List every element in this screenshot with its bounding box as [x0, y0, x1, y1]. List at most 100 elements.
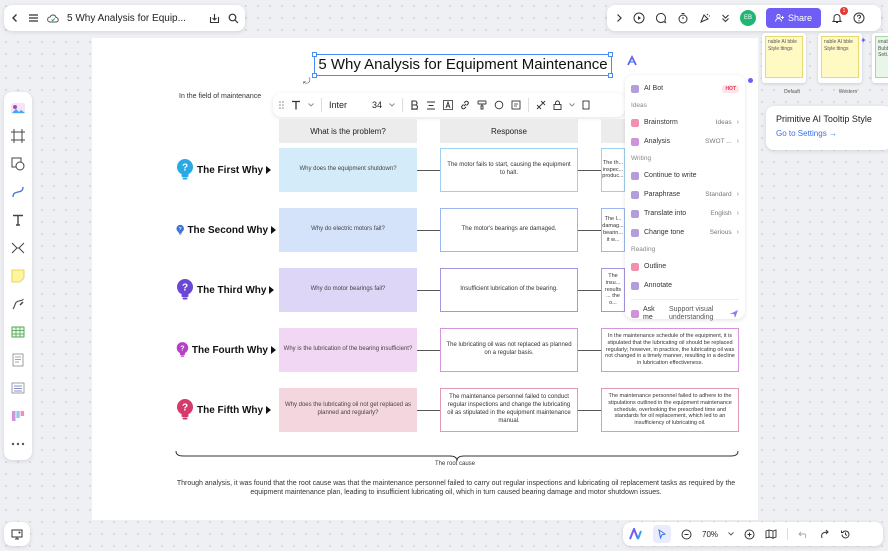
history-icon[interactable] — [840, 529, 851, 540]
more-options-icon[interactable] — [582, 100, 590, 110]
problem-cell[interactable]: Why do motor bearings fail? — [279, 268, 417, 312]
comment-cell[interactable]: The th... inspec... produc... — [601, 148, 625, 192]
paraphrase-icon — [631, 190, 639, 199]
zoom-out-icon[interactable] — [681, 529, 692, 540]
comment-cell[interactable]: The l... damag... bearin... it w... — [601, 208, 625, 252]
share-button[interactable]: Share — [766, 8, 822, 28]
mindmap-icon[interactable] — [8, 238, 28, 258]
annotate-item[interactable]: Annotate — [625, 276, 745, 295]
comment-icon[interactable] — [655, 12, 667, 24]
translate-item[interactable]: Translate into English › — [625, 204, 745, 223]
continue-writing-item[interactable]: Continue to write — [625, 166, 745, 185]
zoom-in-icon[interactable] — [744, 529, 755, 540]
resize-handle[interactable] — [608, 73, 613, 78]
style-thumbnail-default[interactable]: nable AI bble Style ttings — [762, 33, 806, 83]
text-style-icon[interactable] — [291, 100, 301, 110]
response-cell[interactable]: The lubricating oil was not replaced as … — [440, 328, 578, 372]
response-cell[interactable]: The motor fails to start, causing the eq… — [440, 148, 578, 192]
connection-icon[interactable] — [536, 100, 546, 110]
table-icon[interactable] — [8, 322, 28, 342]
chevron-down-icon[interactable] — [389, 103, 395, 107]
align-center-icon[interactable] — [426, 101, 436, 110]
font-color-icon[interactable] — [443, 100, 453, 110]
bold-icon[interactable] — [410, 100, 419, 110]
more-icon[interactable] — [8, 434, 28, 454]
list-icon[interactable] — [8, 378, 28, 398]
select-cursor-icon[interactable] — [653, 525, 671, 543]
help-icon[interactable] — [853, 12, 865, 24]
frame-icon[interactable] — [8, 126, 28, 146]
lock-icon[interactable] — [553, 100, 562, 110]
comment-cell[interactable]: In the maintenance schedule of the equip… — [601, 328, 739, 372]
analysis-item[interactable]: Analysis SWOT ... › — [625, 132, 745, 151]
chevron-down-icon[interactable] — [308, 103, 314, 107]
text-icon[interactable] — [8, 210, 28, 230]
problem-cell[interactable]: Why does the equipment shutdown? — [279, 148, 417, 192]
pen-icon[interactable] — [8, 294, 28, 314]
ai-logo-icon[interactable] — [629, 528, 643, 540]
comment-icon[interactable] — [494, 100, 504, 110]
search-icon[interactable] — [228, 13, 239, 24]
comment-cell[interactable]: The maintenance personnel failed to adhe… — [601, 388, 739, 432]
problem-cell[interactable]: Why does the lubricating oil not get rep… — [279, 388, 417, 432]
text-block-icon[interactable] — [8, 350, 28, 370]
connector-icon[interactable] — [8, 182, 28, 202]
back-icon[interactable] — [10, 13, 20, 23]
chevron-right-icon[interactable] — [615, 13, 623, 23]
column-header-comment — [601, 119, 625, 143]
problem-cell[interactable]: Why do electric motors fail? — [279, 208, 417, 252]
svg-text:?: ? — [179, 226, 182, 231]
ai-bot-item[interactable]: AI Bot HOT — [625, 79, 745, 98]
ask-input[interactable]: Support visual understanding — [669, 305, 714, 321]
redo-icon[interactable] — [819, 529, 830, 539]
send-icon[interactable] — [729, 309, 739, 319]
shape-icon[interactable] — [8, 154, 28, 174]
arrow-right-icon — [271, 226, 276, 234]
font-family-select[interactable]: Inter — [329, 100, 348, 110]
chevron-down-icon[interactable] — [728, 532, 734, 536]
hot-badge: HOT — [722, 84, 739, 93]
link-icon[interactable] — [460, 100, 470, 110]
page-title[interactable]: 5 Why Analysis for Equipment Maintenance — [314, 54, 612, 76]
question-bulb-icon: ? — [176, 342, 189, 357]
celebrate-icon[interactable] — [699, 12, 711, 24]
brainstorm-item[interactable]: Brainstorm Ideas › — [625, 113, 745, 132]
format-painter-icon[interactable] — [477, 100, 487, 110]
style-thumbnail-3[interactable]: enab... Bubb... Sett... — [872, 33, 888, 83]
outline-item[interactable]: Outline — [625, 257, 745, 276]
go-to-settings-link[interactable]: Go to Settings → — [776, 129, 837, 138]
document-title[interactable]: 5 Why Analysis for Equip... — [67, 12, 186, 24]
ai-assist-icon[interactable] — [626, 55, 638, 67]
presentation-icon[interactable] — [11, 529, 23, 540]
note-icon[interactable] — [511, 100, 521, 110]
avatar[interactable]: EB — [740, 10, 756, 26]
style-thumbnail-western[interactable]: nable AI bble Style ttings — [818, 33, 862, 83]
response-cell[interactable]: The motor's bearings are damaged. — [440, 208, 578, 252]
sticky-note-icon[interactable] — [8, 266, 28, 286]
drag-handle-icon[interactable] — [279, 100, 284, 110]
response-cell[interactable]: The maintenance personnel failed to cond… — [440, 388, 578, 432]
play-icon[interactable] — [633, 12, 645, 24]
comment-cell[interactable]: The insu... results ... the o... — [601, 268, 625, 312]
paraphrase-item[interactable]: Paraphrase Standard › — [625, 185, 745, 204]
ai-template-icon[interactable] — [8, 98, 28, 118]
resize-handle[interactable] — [312, 73, 317, 78]
chevron-down-icon[interactable] — [569, 103, 575, 107]
map-icon[interactable] — [765, 529, 777, 539]
resize-handle[interactable] — [312, 52, 317, 57]
timer-icon[interactable] — [677, 12, 689, 24]
resize-handle[interactable] — [608, 52, 613, 57]
undo-icon[interactable] — [798, 529, 809, 539]
export-icon[interactable] — [209, 13, 220, 24]
double-chevron-down-icon[interactable] — [721, 13, 730, 23]
kanban-icon[interactable] — [8, 406, 28, 426]
notification-bell-icon[interactable]: 1 — [831, 7, 849, 24]
response-cell[interactable]: Insufficient lubrication of the bearing. — [440, 268, 578, 312]
menu-icon[interactable] — [28, 13, 39, 23]
zoom-level[interactable]: 70% — [702, 529, 719, 539]
ideas-section-label: Ideas — [631, 102, 647, 109]
font-size-input[interactable]: 34 — [372, 100, 383, 110]
problem-cell[interactable]: Why is the lubrication of the bearing in… — [279, 328, 417, 372]
change-tone-item[interactable]: Change tone Serious › — [625, 223, 745, 242]
rotate-icon[interactable]: ⤾ — [303, 76, 311, 86]
